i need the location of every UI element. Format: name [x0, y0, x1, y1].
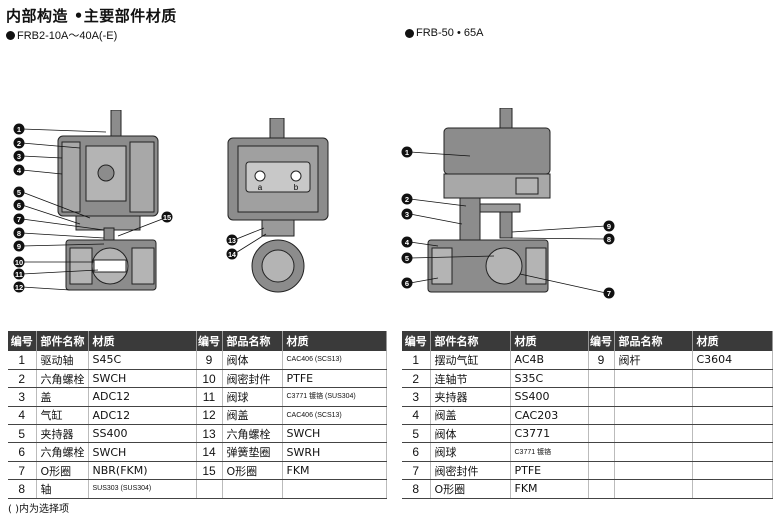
- r-callout-2: 2: [405, 195, 409, 204]
- callout-2: 2: [17, 139, 21, 148]
- callout-7: 7: [17, 215, 21, 224]
- port-b-label: b: [294, 183, 299, 192]
- col-name: 部件名称: [430, 331, 511, 351]
- col-no: 编号: [196, 331, 223, 351]
- callout-3: 3: [17, 152, 21, 161]
- r-callout-1: 1: [405, 148, 409, 157]
- callout-4: 4: [17, 166, 22, 175]
- callout-8: 8: [17, 229, 21, 238]
- r-callout-7: 7: [607, 289, 611, 298]
- r-callout-9: 9: [607, 222, 611, 231]
- footnote: ( )内为选择项: [8, 504, 69, 515]
- callout-6: 6: [17, 201, 21, 210]
- callout-12: 12: [15, 283, 23, 292]
- col-name: 部品名称: [614, 331, 693, 351]
- bullet-icon: [405, 28, 414, 38]
- r-callout-4: 4: [405, 238, 410, 247]
- callout-5: 5: [17, 188, 21, 197]
- col-name: 部品名称: [222, 331, 283, 351]
- left-model-label: FRB2-10A～40A(-E): [6, 27, 117, 43]
- port-a-label: a: [258, 183, 263, 192]
- table-header-row: 编号 部件名称 材质 编号 部品名称 材质: [8, 331, 387, 351]
- callout-10: 10: [15, 258, 23, 267]
- col-material: 材质: [88, 331, 197, 351]
- r-callout-8: 8: [607, 235, 611, 244]
- callout-leaders: [21, 128, 166, 291]
- callout-9: 9: [17, 242, 21, 251]
- right-model-label: FRB-50 • 65A: [405, 27, 483, 39]
- frb2-end-view-drawing: a b 13 14: [226, 118, 329, 293]
- col-no: 编号: [588, 331, 615, 351]
- callout-11: 11: [15, 270, 23, 279]
- frb2-section-drawing: 1 2 3 4 5 6 7 8 9 10 11 12 15: [13, 110, 173, 293]
- frb50-section-drawing: 1 2 3 4 5 6 7 8 9: [401, 108, 615, 299]
- col-no: 编号: [402, 331, 431, 351]
- page-title: 内部构造 •主要部件材质: [6, 7, 177, 25]
- col-material: 材质: [282, 331, 387, 351]
- col-material: 材质: [692, 331, 773, 351]
- r-callout-6: 6: [405, 279, 409, 288]
- callout-1: 1: [17, 125, 21, 134]
- col-name: 部件名称: [36, 331, 89, 351]
- bullet-icon: [6, 30, 15, 40]
- col-no: 编号: [8, 331, 37, 351]
- col-material: 材质: [510, 331, 589, 351]
- r-callout-3: 3: [405, 210, 409, 219]
- callout-13: 13: [228, 238, 236, 245]
- callout-14: 14: [228, 252, 236, 259]
- r-callout-5: 5: [405, 254, 409, 263]
- callout-15: 15: [163, 213, 171, 222]
- table-header-row: 编号 部件名称 材质 编号 部品名称 材质: [402, 331, 773, 351]
